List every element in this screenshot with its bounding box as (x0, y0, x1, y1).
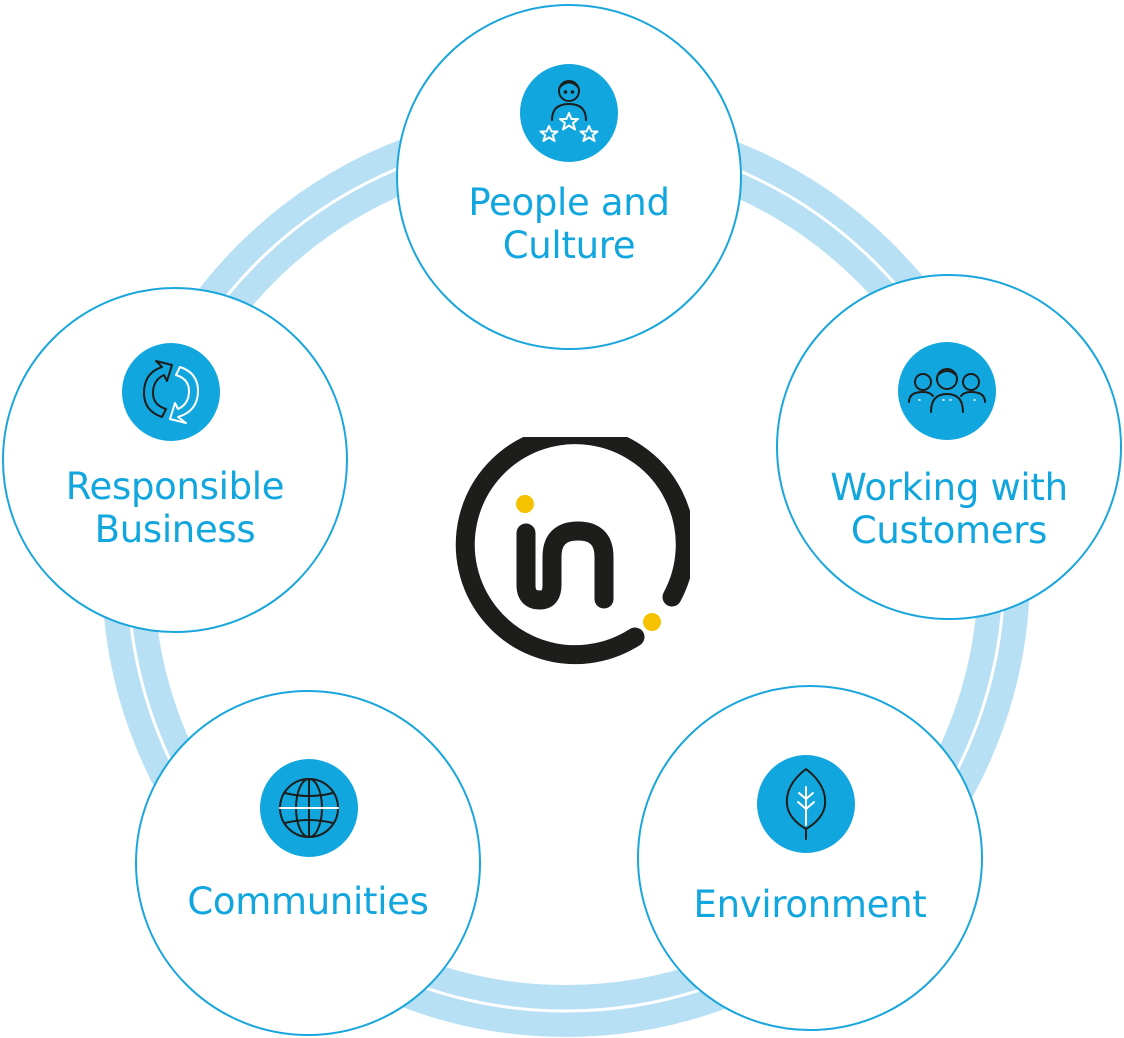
node-label-environment: Environment (693, 883, 927, 926)
node-label-working-with-customers: Working with Customers (830, 466, 1068, 552)
person-with-stars-icon (520, 64, 618, 162)
node-label-people-and-culture: People and Culture (468, 181, 670, 267)
interxion-in-logo (455, 437, 690, 665)
node-people-and-culture: People and Culture (396, 4, 742, 350)
node-label-responsible-business: Responsible Business (65, 465, 285, 551)
globe-icon (260, 759, 358, 857)
leaf-icon (757, 755, 855, 853)
node-label-communities: Communities (187, 880, 429, 923)
node-responsible-business: Responsible Business (2, 287, 348, 633)
recycle-arrows-icon (122, 343, 220, 441)
node-working-with-customers: Working with Customers (776, 274, 1122, 620)
node-environment: Environment (637, 685, 983, 1031)
node-communities: Communities (135, 690, 481, 1036)
group-of-people-icon (898, 342, 996, 440)
